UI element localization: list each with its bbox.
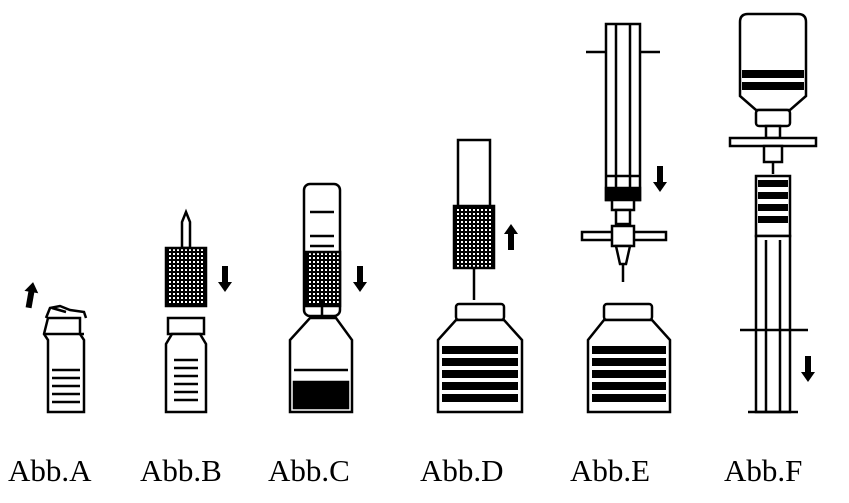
bottle-e — [586, 302, 672, 414]
caption-abb-e: Abb.E — [570, 453, 651, 488]
syringe-f — [740, 174, 808, 414]
panel-f-illustration — [728, 12, 818, 414]
bottle-c — [288, 316, 354, 414]
arrow-up-icon — [504, 224, 518, 250]
inverted-bottle-f — [738, 12, 808, 128]
panel-e-illustration — [580, 22, 672, 414]
caption-abb-d: Abb.D — [420, 453, 504, 488]
caption-abb-a: Abb.A — [8, 453, 92, 488]
adapter-package-d — [452, 138, 496, 300]
bottle-d — [436, 302, 524, 414]
caption-abb-f: Abb.F — [724, 453, 803, 488]
syringe-e — [580, 22, 668, 282]
adapter-package-c — [302, 182, 342, 318]
panel-b-illustration — [164, 208, 232, 414]
caption-abb-b: Abb.B — [140, 453, 222, 488]
arrow-up-icon — [21, 280, 40, 310]
arrow-down-icon — [801, 356, 815, 382]
panel-c-illustration — [288, 182, 367, 414]
flip-cap — [44, 304, 88, 319]
arrow-down-icon — [218, 266, 232, 292]
adapter-f — [728, 124, 818, 174]
caption-abb-c: Abb.C — [268, 453, 350, 488]
arrow-down-icon — [353, 266, 367, 292]
vial-adapter-b — [164, 208, 208, 308]
vial-small-a — [42, 316, 86, 414]
arrow-down-icon — [653, 166, 667, 192]
panel-d-illustration — [436, 138, 524, 414]
panel-a-illustration — [21, 280, 88, 414]
vial-small-b — [164, 316, 208, 414]
